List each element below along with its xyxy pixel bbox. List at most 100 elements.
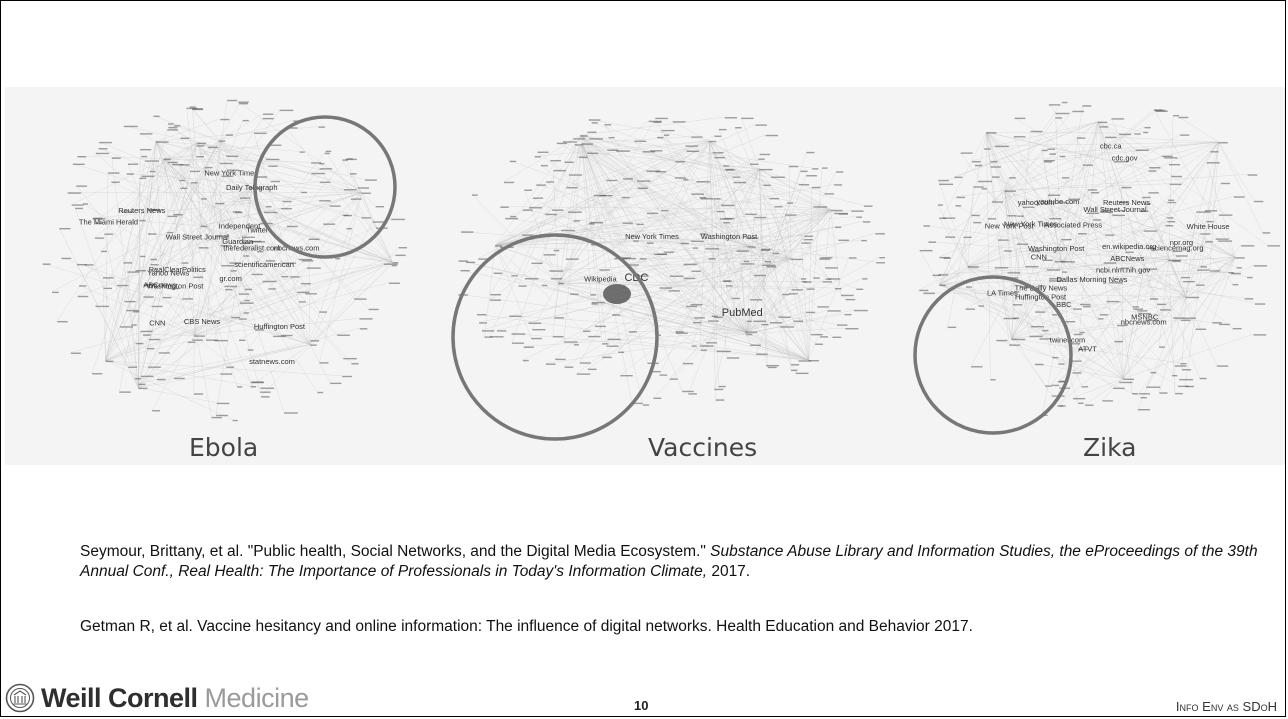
network-node	[102, 277, 114, 279]
network-node	[357, 187, 370, 189]
network-node	[813, 277, 820, 279]
network-node	[196, 156, 204, 158]
network-node	[1232, 283, 1239, 286]
network-node	[588, 335, 601, 338]
network-node	[594, 325, 606, 328]
network-node	[93, 217, 103, 220]
network-node	[758, 158, 765, 160]
network-node	[1085, 404, 1094, 406]
network-node	[259, 391, 271, 393]
network-node	[1048, 104, 1061, 106]
network-node	[1155, 110, 1168, 112]
node-label: ATVT	[1078, 345, 1097, 354]
network-node	[588, 223, 595, 225]
network-node	[1062, 271, 1068, 273]
network-node	[1055, 117, 1063, 119]
network-node	[589, 221, 604, 224]
network-node	[543, 254, 556, 256]
network-node	[1244, 298, 1254, 300]
network-node	[139, 219, 146, 222]
network-node	[251, 273, 263, 276]
network-node	[1034, 363, 1044, 366]
network-node	[207, 146, 218, 149]
network-node	[808, 359, 819, 362]
network-node	[628, 331, 637, 333]
network-node	[726, 357, 740, 359]
network-node	[239, 197, 250, 199]
network-node	[139, 177, 147, 180]
network-node	[834, 184, 843, 186]
network-node	[700, 198, 714, 200]
network-node	[947, 326, 957, 329]
network-node	[384, 263, 398, 265]
network-node	[991, 201, 1003, 203]
network-node	[861, 239, 867, 242]
network-node	[1113, 387, 1125, 390]
network-node	[263, 113, 274, 115]
network-node	[193, 393, 204, 395]
network-node	[639, 258, 647, 260]
network-node	[1148, 192, 1159, 194]
network-node	[810, 333, 823, 336]
network-node	[837, 324, 848, 326]
network-node	[157, 378, 166, 381]
network-node	[573, 138, 585, 140]
network-node	[714, 156, 726, 159]
network-node	[285, 127, 298, 129]
network-node	[759, 153, 770, 156]
network-node	[1117, 210, 1125, 212]
network-node	[152, 410, 161, 412]
network-node	[745, 213, 757, 216]
network-node	[620, 375, 633, 377]
network-node	[675, 161, 686, 163]
network-node	[167, 161, 178, 164]
network-node	[801, 281, 807, 283]
node-label: Huffington Post	[1015, 292, 1067, 301]
network-node	[1228, 272, 1235, 274]
network-node	[1013, 136, 1026, 138]
network-node	[836, 171, 844, 173]
network-node	[194, 335, 205, 337]
network-node	[699, 345, 714, 347]
network-node	[1221, 182, 1231, 185]
network-node	[570, 293, 579, 295]
network-node	[618, 257, 631, 259]
network-node	[971, 161, 981, 163]
network-node	[168, 126, 178, 129]
network-node	[798, 184, 810, 186]
network-node	[626, 264, 639, 266]
network-node	[243, 312, 249, 314]
network-node	[108, 172, 120, 174]
network-node	[531, 262, 543, 265]
network-node	[1119, 201, 1129, 204]
network-node	[590, 294, 596, 296]
network-node	[960, 152, 973, 154]
network-node	[762, 264, 776, 267]
network-node	[1007, 272, 1021, 274]
network-node	[92, 373, 103, 375]
node-label: yahoo.com	[1018, 198, 1055, 207]
network-node	[800, 278, 807, 280]
network-node	[790, 364, 800, 366]
network-node	[167, 215, 178, 218]
network-node	[1109, 282, 1123, 284]
node-label: CNN	[1031, 252, 1047, 261]
network-node	[1140, 210, 1149, 212]
network-node	[42, 263, 51, 265]
network-node	[319, 200, 331, 202]
network-node	[1218, 142, 1228, 144]
network-node	[713, 198, 721, 200]
network-node	[1149, 298, 1159, 300]
network-node	[1080, 303, 1091, 306]
network-node	[270, 180, 280, 183]
network-node	[680, 242, 689, 245]
network-node	[126, 309, 139, 312]
network-node	[714, 316, 723, 319]
network-node	[301, 260, 314, 262]
network-node	[1174, 392, 1183, 395]
network-node	[616, 150, 630, 152]
node-label: Wikipedia	[584, 274, 617, 283]
network-node	[683, 263, 697, 266]
network-node	[552, 335, 564, 338]
network-node	[214, 339, 228, 342]
